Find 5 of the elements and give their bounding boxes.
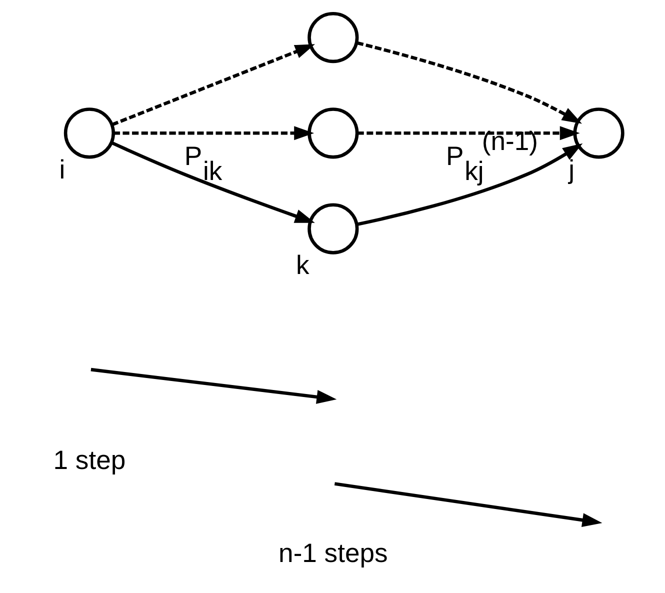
node-label: j [568, 154, 575, 184]
node-label: k [296, 250, 310, 280]
legend-label: n-1 steps [278, 538, 388, 568]
node-label: i [59, 154, 66, 184]
legend-label: 1 step [53, 445, 126, 476]
